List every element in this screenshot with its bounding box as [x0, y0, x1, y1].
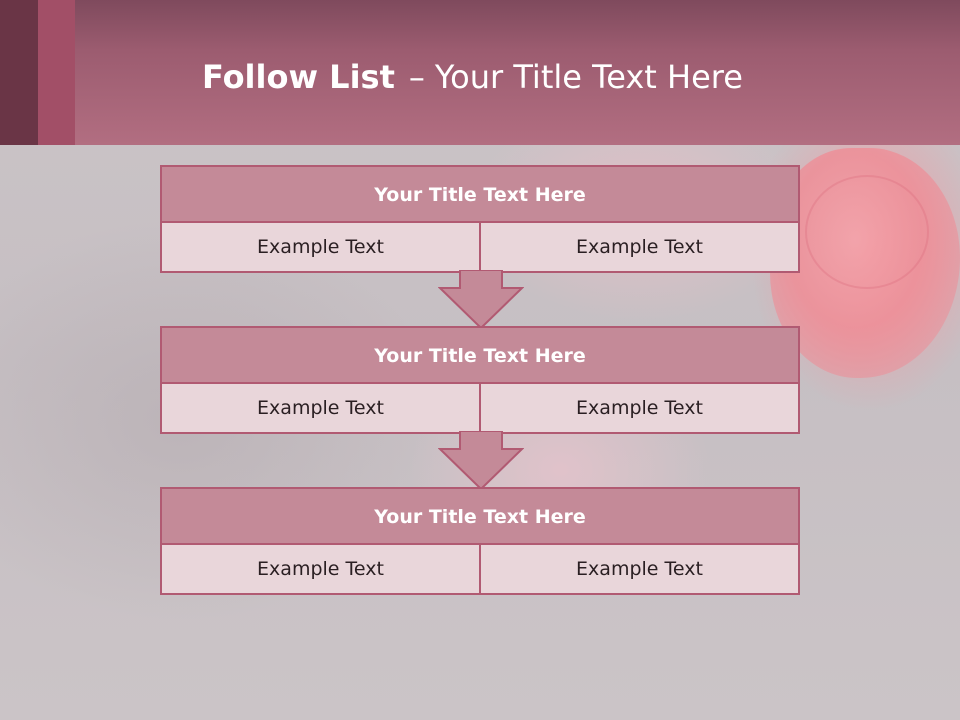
- down-arrow-icon: [438, 431, 524, 491]
- title-rest-part: Your Title Text Here: [434, 58, 743, 96]
- banner-stripe-dark: [0, 0, 38, 145]
- step-row: Example Text Example Text: [162, 545, 798, 593]
- slide-title: Follow List–Your Title Text Here: [202, 55, 743, 99]
- title-bold-part: Follow List: [202, 58, 395, 96]
- step-block-2: Your Title Text Here Example Text Exampl…: [160, 326, 800, 434]
- step-title: Your Title Text Here: [162, 167, 798, 223]
- down-arrow-icon: [438, 270, 524, 330]
- title-dash: –: [408, 58, 425, 96]
- step-title: Your Title Text Here: [162, 328, 798, 384]
- banner-stripe-light: [38, 0, 75, 145]
- step-cell-right: Example Text: [479, 223, 798, 271]
- step-cell-left: Example Text: [162, 545, 479, 593]
- step-cell-right: Example Text: [479, 384, 798, 432]
- step-block-1: Your Title Text Here Example Text Exampl…: [160, 165, 800, 273]
- step-title: Your Title Text Here: [162, 489, 798, 545]
- step-cell-right: Example Text: [479, 545, 798, 593]
- step-row: Example Text Example Text: [162, 384, 798, 432]
- step-cell-left: Example Text: [162, 384, 479, 432]
- step-cell-left: Example Text: [162, 223, 479, 271]
- step-block-3: Your Title Text Here Example Text Exampl…: [160, 487, 800, 595]
- rose-petal-decoration: [805, 175, 929, 289]
- title-banner: Follow List–Your Title Text Here: [0, 0, 960, 145]
- step-row: Example Text Example Text: [162, 223, 798, 271]
